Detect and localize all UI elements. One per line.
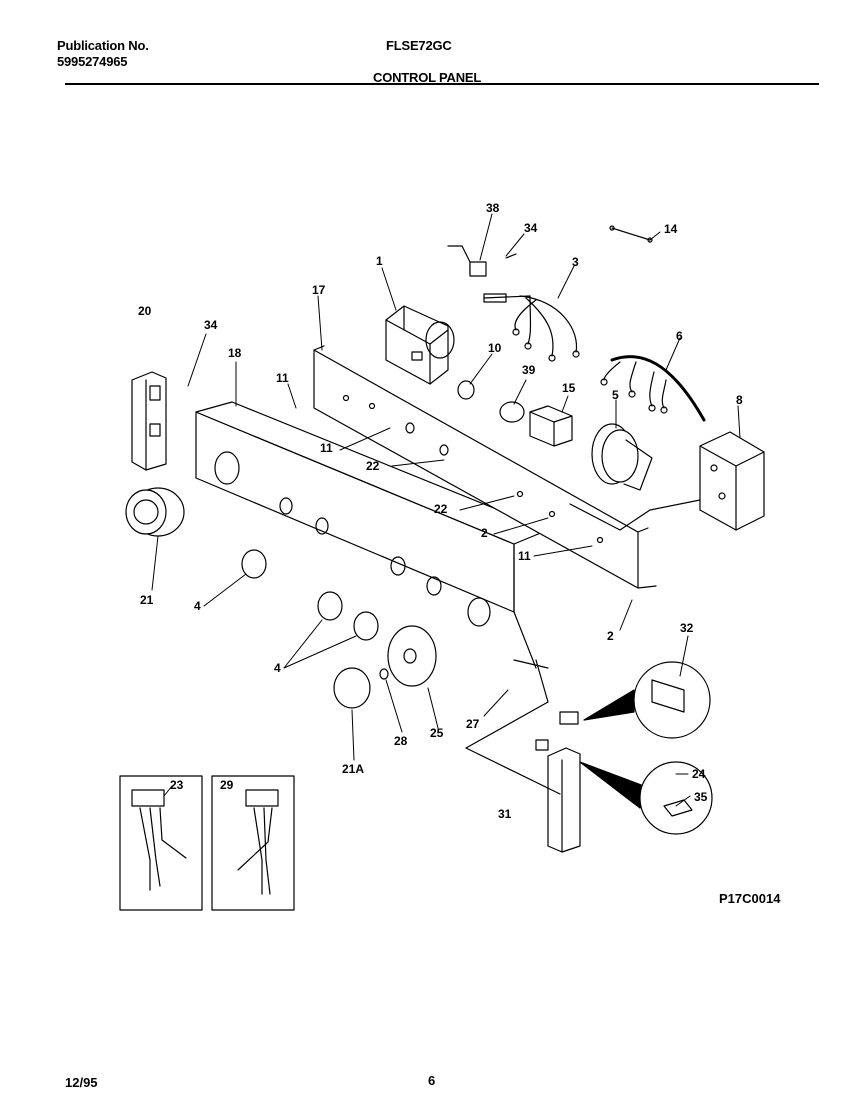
callout-8: 8 [736, 393, 743, 407]
small-parts [447, 225, 653, 277]
callout-2-lower: 2 [607, 629, 614, 643]
rear-panel [313, 345, 657, 589]
footer-date: 12/95 [65, 1075, 98, 1090]
callout-22: 22 [366, 459, 380, 473]
callout-38: 38 [486, 201, 500, 215]
callout-3: 3 [572, 255, 579, 269]
control-box [569, 431, 765, 531]
callout-27: 27 [466, 717, 480, 731]
callout-28: 28 [394, 734, 408, 748]
model-number: FLSE72GC [386, 38, 452, 53]
callout-17: 17 [312, 283, 326, 297]
knob-21 [125, 487, 185, 537]
callout-21: 21 [140, 593, 154, 607]
callout-32: 32 [680, 621, 694, 635]
callout-4-lower: 4 [274, 661, 281, 675]
callout-4: 4 [194, 599, 201, 613]
callout-10: 10 [488, 341, 502, 355]
left-bracket [131, 371, 167, 471]
callout-20: 20 [138, 304, 152, 318]
callout-1: 1 [376, 254, 383, 268]
callout-11-right: 11 [518, 549, 531, 563]
leader-lines [151, 213, 741, 807]
switches [457, 380, 573, 447]
callout-39: 39 [522, 363, 536, 377]
callout-11: 11 [276, 371, 289, 385]
publication-label: Publication No. [57, 38, 149, 53]
wire-harness-6 [600, 355, 706, 422]
callout-29: 29 [220, 778, 234, 792]
callout-34-left: 34 [204, 318, 218, 332]
callout-31: 31 [498, 807, 512, 821]
front-controls [241, 549, 437, 709]
callout-15: 15 [562, 381, 576, 395]
publication-number: 5995274965 [57, 54, 128, 69]
connector-insets [119, 775, 295, 911]
diagram-code: P17C0014 [719, 891, 781, 906]
page-number: 6 [428, 1073, 436, 1088]
callout-21A: 21A [342, 762, 364, 776]
section-title: CONTROL PANEL [373, 70, 482, 85]
callout-labels: 38 34 14 1 3 17 20 34 18 11 10 6 39 15 5… [138, 201, 743, 821]
timer-part [385, 305, 455, 385]
callout-35: 35 [694, 790, 708, 804]
callout-25: 25 [430, 726, 444, 740]
console-panel [195, 401, 549, 669]
callout-2: 2 [481, 526, 488, 540]
bottom-brackets [465, 659, 713, 853]
callout-5: 5 [612, 388, 619, 402]
callout-34: 34 [524, 221, 538, 235]
callout-11-mid: 11 [320, 441, 333, 455]
callout-24: 24 [692, 767, 706, 781]
wire-harness-3 [483, 293, 580, 362]
callout-18: 18 [228, 346, 242, 360]
callout-23: 23 [170, 778, 184, 792]
callout-22-lower: 22 [434, 502, 448, 516]
callout-6: 6 [676, 329, 683, 343]
pressure-switch [591, 423, 653, 491]
header-rule [65, 83, 819, 85]
callout-14: 14 [664, 222, 678, 236]
